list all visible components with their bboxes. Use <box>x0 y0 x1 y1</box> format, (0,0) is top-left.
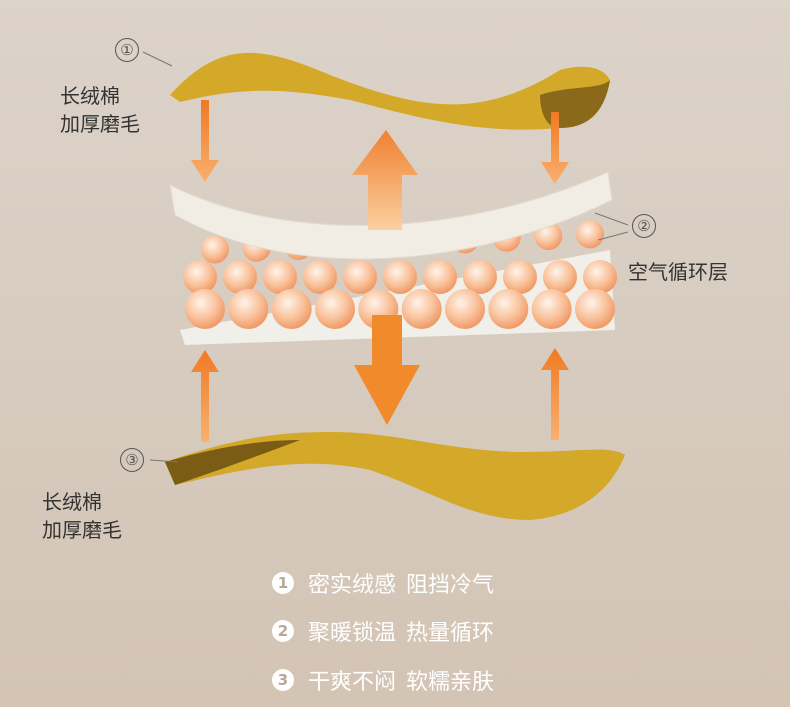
callout-line-1 <box>142 51 173 67</box>
callout-line-2 <box>594 212 629 226</box>
feature-2-a: 聚暖锁温 <box>308 621 397 646</box>
air-ball <box>183 260 217 294</box>
feature-2-b: 热量循环 <box>406 621 495 646</box>
feature-3-b: 软糯亲肤 <box>406 670 495 695</box>
feature-number-1: 1 <box>272 572 294 594</box>
air-ball <box>488 289 529 329</box>
air-ball <box>271 289 312 329</box>
top-fleece-layer <box>170 52 610 130</box>
air-ball <box>303 260 337 294</box>
feature-1: 1 密实绒感 阻挡冷气 <box>272 567 494 599</box>
air-ball <box>315 289 355 329</box>
callout-1-line-2: 加厚磨毛 <box>60 112 140 136</box>
air-ball <box>531 289 572 329</box>
callout-number-1: ① <box>115 38 139 62</box>
arrow-up-center-icon <box>352 130 418 230</box>
feature-2: 2 聚暖锁温 热量循环 <box>272 615 494 647</box>
air-ball <box>576 220 604 249</box>
foam-layer <box>169 171 613 260</box>
air-ball <box>463 260 497 294</box>
arrows <box>191 100 569 442</box>
callout-3-line-1: 长绒棉 <box>42 490 102 514</box>
air-ball <box>223 260 257 294</box>
feature-3-a: 干爽不闷 <box>308 670 397 695</box>
feature-number-2: 2 <box>272 620 294 642</box>
callout-label-3: 长绒棉 加厚磨毛 <box>42 488 122 544</box>
callout-number-3: ③ <box>120 448 144 472</box>
air-ball <box>201 235 229 264</box>
feature-number-3: 3 <box>272 669 294 691</box>
air-ball <box>401 289 442 329</box>
callout-label-1: 长绒棉 加厚磨毛 <box>60 82 140 138</box>
air-ball <box>228 289 269 329</box>
air-ball <box>543 260 577 294</box>
air-ball <box>185 289 225 329</box>
air-ball <box>583 260 617 294</box>
air-ball <box>575 289 615 329</box>
air-ball <box>423 260 457 294</box>
air-ball <box>263 260 297 294</box>
feature-3: 3 干爽不闷 软糯亲肤 <box>272 664 494 696</box>
callout-label-2: 空气循环层 <box>628 260 728 284</box>
callout-1-line-1: 长绒棉 <box>60 84 120 108</box>
air-ball <box>343 260 377 294</box>
arrow-down-left-icon <box>191 100 219 182</box>
feature-1-a: 密实绒感 <box>308 573 397 598</box>
arrow-down-right-icon <box>541 112 569 184</box>
arrow-up-right-icon <box>541 348 569 440</box>
feature-1-b: 阻挡冷气 <box>406 573 495 598</box>
callout-line-3 <box>149 459 179 463</box>
air-ball <box>503 260 537 294</box>
arrow-up-left-icon <box>191 350 219 442</box>
callout-3-line-2: 加厚磨毛 <box>42 518 122 542</box>
bottom-fleece-layer <box>165 432 625 520</box>
arrow-down-center-icon <box>354 315 420 425</box>
callout-number-2: ② <box>632 214 656 238</box>
air-ball <box>445 289 485 329</box>
air-ball <box>383 260 417 294</box>
